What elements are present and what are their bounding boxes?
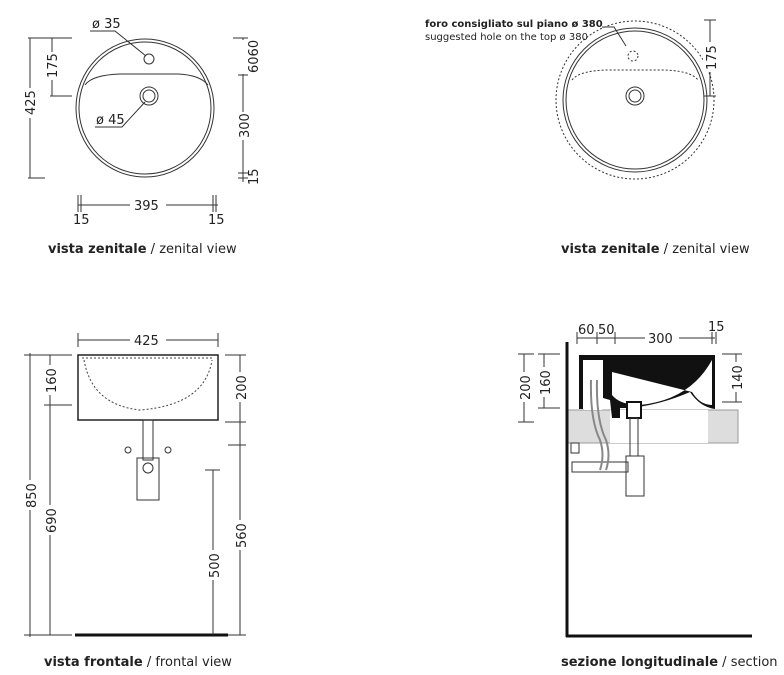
dim-floor-to-trap: 500 <box>208 553 223 578</box>
dim-height: 200 <box>519 375 534 400</box>
supply-hoses <box>589 379 610 471</box>
basin-edge <box>84 73 209 86</box>
dim-width: 395 <box>134 199 159 214</box>
top-view-right: foro consigliato sul piano ø 380 suggest… <box>425 19 750 257</box>
dim-overall-depth: 425 <box>24 90 39 115</box>
angle-valve <box>570 442 580 454</box>
dim-basin: 300 <box>648 332 673 347</box>
basin-hidden-lines <box>82 357 214 411</box>
trap <box>625 455 645 497</box>
dim-left-rim: 15 <box>73 213 90 228</box>
dim-rim: 15 <box>708 320 725 335</box>
dim-height: 200 <box>235 375 250 400</box>
dim-floor-to-drain: 560 <box>235 523 250 548</box>
note-leader <box>602 26 627 47</box>
caption-bottom-left: vista frontale / frontal view <box>44 655 232 670</box>
drain-inner <box>142 89 156 103</box>
dim-b: 50 <box>598 323 615 338</box>
trap <box>136 457 160 501</box>
basin-outer-rim <box>562 27 708 173</box>
dim-right: 140 <box>731 365 746 390</box>
drain-outer <box>625 86 645 106</box>
basin-outer-rim <box>75 38 215 178</box>
tap-hole-hidden <box>627 50 639 62</box>
basin-edge-hidden <box>571 69 699 81</box>
waste-pipe <box>571 461 629 473</box>
front-view: 425 850 160 690 200 560 500 vista fronta… <box>22 332 250 670</box>
drain-leader <box>95 101 146 128</box>
note-italian: foro consigliato sul piano ø 380 <box>425 19 603 30</box>
valve-right <box>164 446 172 454</box>
tap-hole <box>143 53 155 65</box>
caption-top-left: vista zenitale / zenital view <box>48 242 237 257</box>
overflow-channel <box>584 360 602 410</box>
basin-inner-rim <box>565 30 705 170</box>
dim-inner: 160 <box>45 368 60 393</box>
dim-tap-offset: 175 <box>46 53 61 78</box>
trap-outlet <box>142 462 154 474</box>
basin-front <box>77 354 219 421</box>
dim-basin: 300 <box>238 113 253 138</box>
caption-top-right: vista zenitale / zenital view <box>561 242 750 257</box>
right-dims <box>205 354 246 636</box>
dim-a: 60 <box>578 323 595 338</box>
dim-offset: 175 <box>705 45 720 70</box>
dim-total: 850 <box>25 483 40 508</box>
dim-rim: 15 <box>247 168 262 185</box>
valve-left <box>124 446 132 454</box>
dim-floor-to-top: 690 <box>45 508 60 533</box>
suggested-hole-outline <box>555 20 715 180</box>
basin-inner-rim <box>78 41 212 175</box>
dim-top-a: 6060 <box>247 40 262 73</box>
basin-bowl <box>612 360 712 405</box>
countertop-cut <box>610 410 708 443</box>
dim-tap-hole: ø 35 <box>92 17 121 32</box>
section-view: 60 50 300 15 200 160 140 sezione longitu… <box>517 320 778 670</box>
dim-inner: 160 <box>539 370 554 395</box>
dim-width: 425 <box>134 334 159 349</box>
note-english: suggested hole on the top ø 380 <box>425 32 588 43</box>
drain-outer <box>139 86 159 106</box>
drain-pipe <box>142 419 154 461</box>
top-view-left: ø 35 ø 45 425 175 6060 300 15 395 15 15 … <box>22 17 262 257</box>
tap-hole-leader <box>90 30 147 57</box>
drain-valve <box>626 401 642 419</box>
dim-drain: ø 45 <box>96 113 125 128</box>
dim-right-rim: 15 <box>208 213 225 228</box>
caption-bottom-right: sezione longitudinale / section <box>561 655 778 670</box>
drain-inner <box>628 89 642 103</box>
